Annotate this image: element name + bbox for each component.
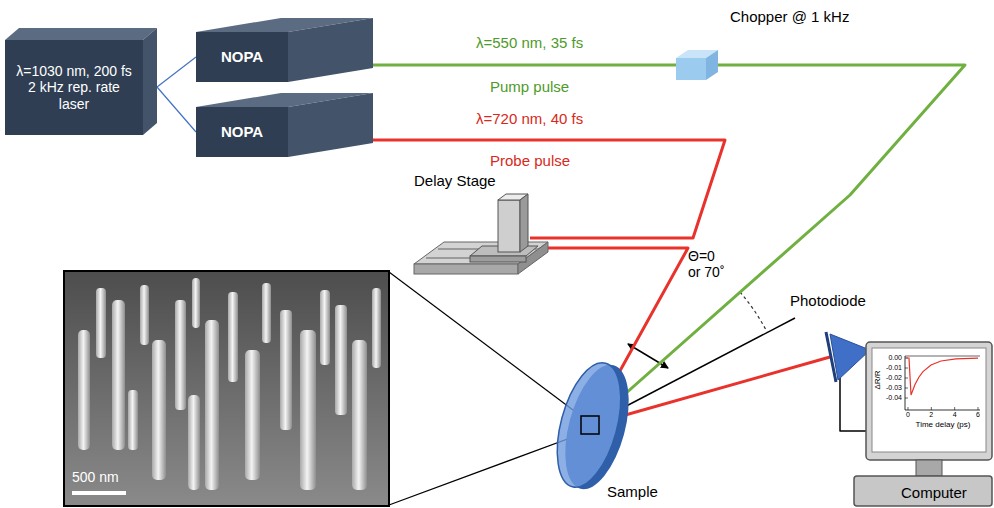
diode-body (830, 334, 870, 380)
sample-disk (545, 355, 660, 505)
chopper: Chopper @ 1 kHz (676, 50, 718, 80)
beam-name: Probe pulse (490, 152, 570, 169)
beam-path (373, 140, 725, 238)
box-side (706, 50, 718, 80)
plot-tick (905, 378, 908, 379)
node-label: Photodiode (790, 292, 866, 309)
disk-face (545, 356, 632, 494)
box-shape (676, 50, 718, 80)
plot-tick (931, 407, 932, 410)
tick-label: -0.04 (882, 394, 902, 402)
sample: Sample (545, 355, 660, 505)
monitor-stand (916, 460, 942, 476)
box-side (143, 28, 157, 135)
mirror-side (520, 194, 528, 252)
axis-title: ΔR/R (873, 365, 883, 395)
angle-label: Θ=0 or 70˚ (688, 248, 728, 280)
laser-box: λ=1030 nm, 200 fs 2 kHz rep. rate laser (5, 28, 157, 135)
tick-label: 6 (972, 411, 984, 419)
tick-label: 0.00 (882, 354, 902, 362)
beam-name: Pump pulse (490, 78, 569, 95)
box-side (288, 93, 373, 157)
nopa-box: NOPA (196, 93, 373, 157)
nopa-box: NOPA (196, 18, 373, 82)
node-label: NOPA (196, 107, 288, 157)
box-front (196, 32, 288, 82)
tick-label: 4 (949, 411, 961, 419)
node-label: Chopper @ 1 kHz (730, 8, 849, 25)
tick-label: -0.03 (882, 384, 902, 392)
computer-base (854, 476, 992, 506)
plot-axis (905, 356, 980, 357)
beam-path (840, 378, 866, 431)
plot-tick (905, 388, 908, 389)
axis-title: Time delay (ps) (913, 420, 973, 429)
diode-bar (826, 332, 836, 382)
zoom-line (389, 434, 581, 505)
angle-arc (740, 292, 767, 332)
plot-axis (905, 410, 980, 411)
carriage-front (470, 256, 526, 262)
plot-tick (908, 407, 909, 410)
screen (872, 348, 986, 452)
beam-path (157, 87, 196, 132)
plot-curve (906, 358, 978, 395)
beam-path (157, 57, 196, 87)
box-side (288, 18, 373, 82)
node-label: Sample (607, 483, 658, 500)
node-label: Computer (901, 484, 967, 501)
monitor (866, 342, 992, 460)
box-front (676, 58, 706, 80)
plot-tick (954, 407, 955, 410)
delay-stage: Delay Stage (410, 172, 530, 287)
scale-label: 500 nm (72, 469, 119, 485)
box-front (196, 107, 288, 157)
tick-label: -0.02 (882, 374, 902, 382)
node-label: λ=1030 nm, 200 fs 2 kHz rep. rate laser (5, 40, 143, 135)
plot-tick (905, 368, 908, 369)
box-front (5, 40, 143, 135)
stage-front (414, 264, 518, 274)
beam-label: λ=720 nm, 40 fs (476, 110, 583, 127)
node-label: NOPA (196, 32, 288, 82)
zoom-line (389, 272, 581, 416)
sem-inset (64, 271, 389, 506)
beam-path (373, 64, 676, 67)
mirror-mount (498, 200, 520, 252)
node-label: Delay Stage (414, 172, 496, 189)
plot-tick (905, 398, 908, 399)
tick-label: 2 (925, 411, 937, 419)
tick-label: -0.01 (882, 364, 902, 372)
zoom-square (581, 416, 599, 434)
beam-label: λ=550 nm, 35 fs (476, 34, 583, 51)
box-top (5, 28, 157, 40)
plot-axis (905, 356, 906, 410)
tick-label: 0 (902, 411, 914, 419)
delay-stage-drawing (410, 172, 550, 287)
plot-tick (977, 407, 978, 410)
